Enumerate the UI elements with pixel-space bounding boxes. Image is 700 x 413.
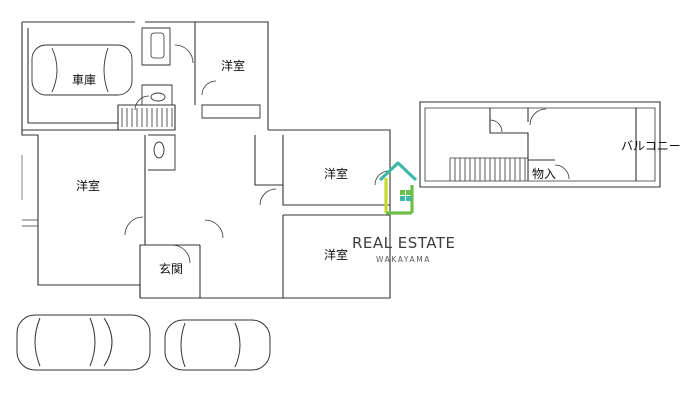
- house-icon: [378, 161, 418, 215]
- watermark-title: REAL ESTATE: [352, 234, 456, 252]
- parking-car-icon-2: [164, 319, 271, 371]
- watermark-subtitle: WAKAYAMA: [376, 255, 431, 264]
- ground-floor-walls: [21, 21, 391, 299]
- room-label-bedroom-left: 洋室: [76, 178, 100, 193]
- watermark-logo: REAL ESTATE WAKAYAMA: [352, 161, 456, 264]
- room-label-storage: 物入: [532, 167, 556, 181]
- room-label-entrance: 玄関: [159, 261, 183, 276]
- room-label-bedroom-low: 洋室: [324, 247, 348, 262]
- parking-car-icon-1: [16, 314, 151, 371]
- room-label-balcony: バルコニー: [621, 139, 681, 153]
- room-label-bedroom-mid: 洋室: [324, 166, 348, 181]
- room-label-garage: 車庫: [72, 73, 96, 87]
- room-label-bedroom-top: 洋室: [221, 58, 245, 73]
- garage-car-icon: [31, 44, 133, 96]
- upper-floor-walls: [419, 101, 661, 188]
